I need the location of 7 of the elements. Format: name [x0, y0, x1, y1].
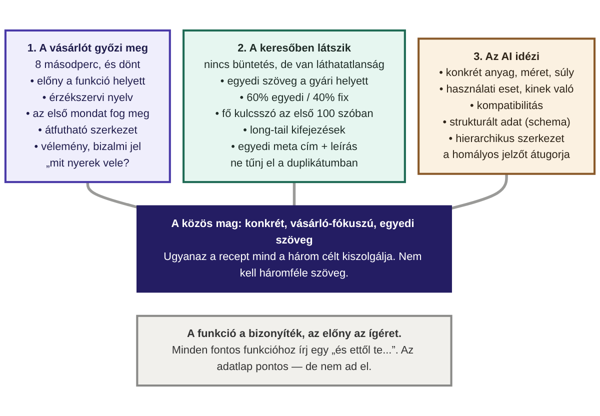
connector	[292, 182, 296, 206]
node-box: 2. A keresőben látszik nincs büntetés, de van láthatatlanság • egyedi szöveg a gyári helyett • 60% egyedi / 40% fix • fő kulcsszó az első 100 szóban • long-tail kifejezések • egyedi meta cím + leírás ne tűnj el a duplikátumban	[182, 29, 406, 184]
node-box: A közös mag: konkrét, vásárló-fókuszú, egyedi szöveg Ugyanaz a recept mind a három célt kiszolgálja. Nem kell háromféle szöveg.	[136, 205, 452, 293]
node-box: 3. Az AI idézi • konkrét anyag, méret, súly • használati eset, kinek való • kompatibilitás • strukturált adat (schema) • hierarchikus szerkezet a homályos jelzőt átugorja	[418, 38, 596, 175]
connector	[450, 174, 508, 210]
node-box: 1. A vásárlót győzi meg 8 másodperc, és dönt • előny a funkció helyett • érzékszervi nyelv • az első mondat fog meg • átfutható szerkezet • vélemény, bizalmi jel „mit nyerek vele?	[4, 29, 171, 184]
node-box: A funkció a bizonyíték, az előny az ígéret. Minden fontos funkcióhoz írj egy „és ettől te...”. Az adatlap pontos — de nem ad el.	[136, 314, 452, 387]
